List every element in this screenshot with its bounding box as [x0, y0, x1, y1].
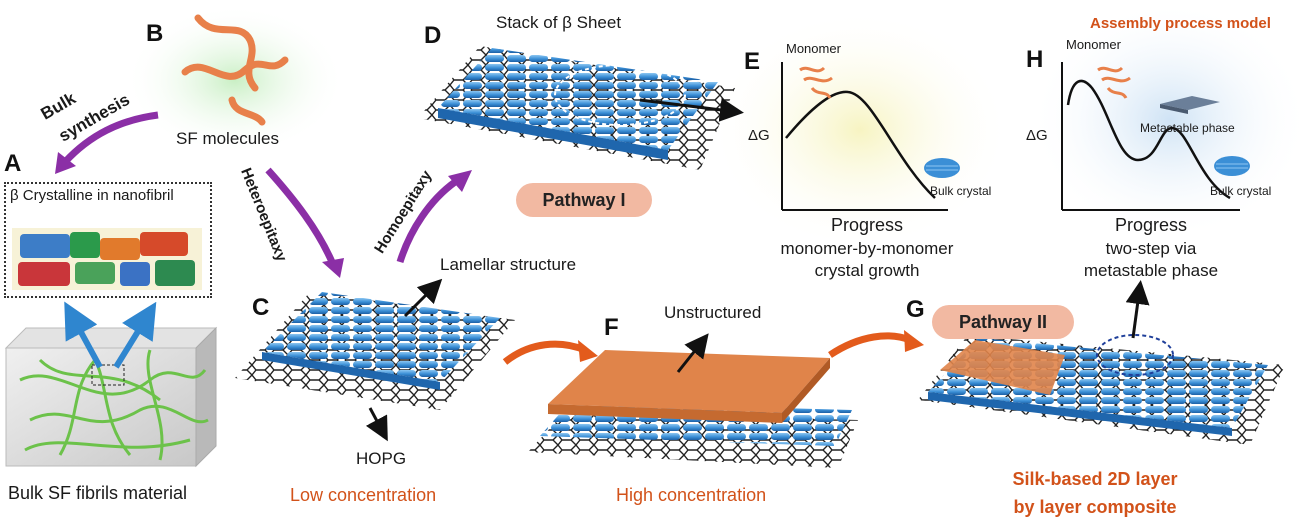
plot-h-metastable-label: Metastable phase: [1140, 121, 1235, 135]
heteroepitaxy-arrow: [265, 167, 336, 264]
plot-e-y-axis-label: ΔG: [748, 127, 770, 144]
blue-glow-h: [1030, 0, 1300, 240]
plot-e-monomer-label: Monomer: [786, 41, 841, 56]
sf-molecules-icon: [181, 14, 289, 126]
panel-letter-b: B: [146, 20, 164, 47]
plot-h-monomer-label: Monomer: [1066, 37, 1121, 52]
panel-letter-a: A: [4, 150, 22, 177]
orange-arrow-f-g: [828, 332, 912, 358]
plot-h-caption-2: metastable phase: [1083, 261, 1219, 280]
unstructured-layer-icon: [528, 350, 858, 468]
sf-molecules-label: SF molecules: [176, 129, 279, 148]
plot-h-caption-1: two-step via: [1105, 239, 1197, 258]
yellow-glow-e: [710, 10, 1010, 250]
plot-h-x-axis-label: Progress: [1114, 215, 1188, 235]
nanofibril-box: [4, 182, 212, 298]
beta-sheet-stack-icon: [418, 46, 735, 170]
plot-e-caption-1: monomer-by-monomer: [780, 239, 954, 258]
plot-e-graph: [781, 62, 960, 211]
high-concentration-label: High concentration: [616, 485, 767, 505]
plot-h-y-axis-label: ΔG: [1026, 127, 1048, 144]
orange-arrow-c-f: [502, 340, 587, 365]
pathway-1-pill: Pathway I: [516, 183, 652, 217]
plot-e-caption-2: crystal growth: [814, 261, 920, 280]
unstructured-label: Unstructured: [664, 303, 762, 322]
hopg-label: HOPG: [356, 449, 407, 468]
lamellar-structure-label: Lamellar structure: [440, 255, 577, 274]
bulk-sf-fibrils-label: Bulk SF fibrils material: [8, 483, 188, 503]
stack-beta-sheet-label: Stack of β Sheet: [496, 13, 622, 32]
pathway-2-pill: Pathway II: [932, 305, 1074, 339]
panel-letter-f: F: [604, 314, 619, 341]
lamellar-hopg-icon: [235, 292, 515, 410]
panel-letter-h: H: [1026, 46, 1044, 73]
panel-letter-g: G: [906, 296, 925, 323]
plot-e-x-axis-label: Progress: [830, 215, 904, 235]
nanofibril-crystals-icon: [12, 228, 202, 290]
plot-e-bulk-crystal-label: Bulk crystal: [930, 184, 992, 198]
panel-letter-d: D: [424, 22, 442, 49]
panel-letter-e: E: [744, 48, 761, 75]
low-concentration-label: Low concentration: [290, 485, 437, 505]
green-glow-b: [125, 5, 345, 155]
bulk-fibril-block-icon: [4, 326, 218, 468]
assembly-process-title: Assembly process model: [1090, 15, 1271, 32]
silk-composite-label-2: by layer composite: [1013, 497, 1177, 517]
plot-h-graph: [1061, 62, 1250, 211]
plot-h-bulk-crystal-label: Bulk crystal: [1210, 184, 1272, 198]
silk-composite-label-1: Silk-based 2D layer: [1012, 469, 1178, 489]
bulk-synthesis-arrow: [62, 111, 159, 165]
beta-crystalline-label: β Crystalline in nanofibril: [10, 187, 174, 204]
panel-letter-c: C: [252, 294, 270, 321]
homoepitaxy-arrow: [396, 179, 458, 264]
composite-layers-icon: [918, 334, 1285, 445]
